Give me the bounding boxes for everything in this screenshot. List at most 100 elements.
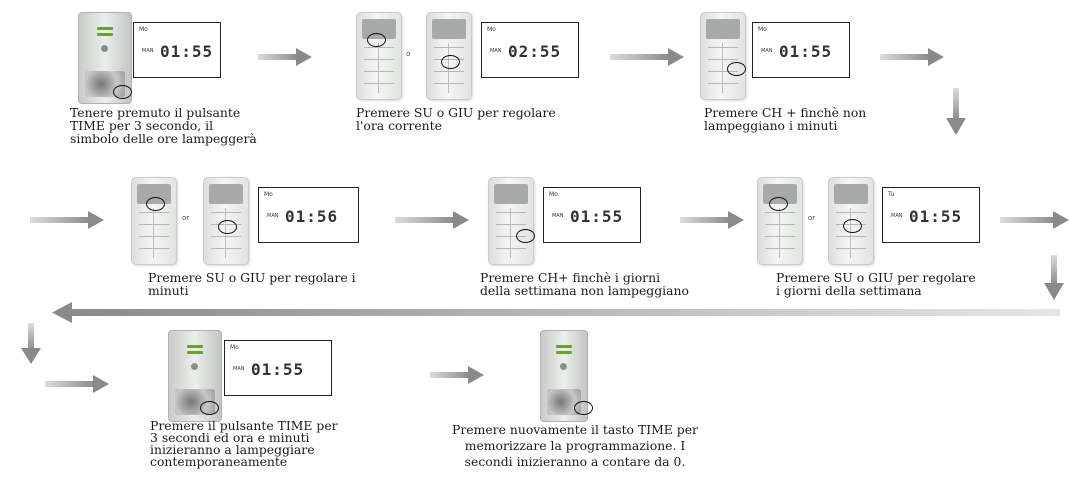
caption-line: Premere SU o GIU per regolare i [148,270,356,285]
time-readout: 01:55 [251,360,305,379]
day-label: Mo [549,191,558,198]
ch-plus-button-highlight [727,62,746,76]
remote-screen [209,184,243,204]
remote-control [757,177,803,265]
mode-label: MAN [761,48,773,54]
caption-line: l'ora corrente [356,118,442,133]
caption-line: simbolo delle ore lampeggerà [70,131,257,146]
caption-line: minuti [148,283,189,298]
day-label: Mo [758,26,767,33]
day-label: Mo [230,344,239,351]
separator-text: or [808,214,816,222]
knob-icon [101,45,108,52]
caption-line: Premere SU o GIU per regolare [776,270,976,285]
arrow-right-6 [680,211,744,229]
green-indicator-icon [97,33,113,36]
remote-control [700,12,746,100]
caption-line: Premere il pulsante TIME per [150,418,338,433]
arrow-left-long [52,302,1060,323]
mode-label: MAN [552,213,564,219]
remote-control [131,177,177,265]
caption-step-4: Premere SU o GIU per regolare i minuti [148,271,356,297]
arrow-right-8 [45,375,109,393]
caption-step-6: Premere SU o GIU per regolare i giorni d… [776,271,976,297]
arrow-right-5 [395,211,469,229]
arrow-down-2 [1044,255,1064,300]
arrow-right-4 [30,211,104,229]
green-indicator-icon [556,345,572,348]
lcd-display: Mo MAN 01:55 [543,187,641,243]
caption-step-3: Premere CH + finchè non lampeggiano i mi… [704,106,866,132]
caption-line: i giorni della settimana [776,283,922,298]
knob-icon [191,363,198,370]
arrow-down-3 [21,323,41,364]
green-indicator-icon [187,351,203,354]
time-button-highlight [574,401,593,415]
green-indicator-icon [556,351,572,354]
lcd-display: Mo MAN 01:55 [224,340,332,396]
arrow-right-2 [610,48,684,66]
mode-label: MAN [891,213,903,219]
caption-line: memorizzare la programmazione. I [464,438,686,453]
up-button-highlight [146,197,165,211]
caption-line: della settimana non lampeggiano [480,283,689,298]
up-button-highlight [367,33,386,47]
mode-label: MAN [142,48,154,54]
mode-label: MAN [267,213,279,219]
caption-line: TIME per 3 secondo, il [70,118,214,133]
arrow-right-7 [1000,211,1069,229]
day-label: Mo [487,26,496,33]
separator-text: o [406,50,411,58]
caption-line: 3 secondi ed ora e minuti [150,430,310,445]
arrow-right-1 [258,48,312,66]
separator-text: or [182,214,190,222]
caption-step-2: Premere SU o GIU per regolare l'ora corr… [356,106,556,132]
down-button-highlight [441,55,460,69]
remote-control [488,177,534,265]
lcd-display: Mo MAN 02:55 [481,22,579,78]
arrow-down-1 [946,88,966,135]
down-button-highlight [218,220,237,234]
lcd-display: Mo MAN 01:55 [752,22,850,78]
green-indicator-icon [97,27,113,30]
mode-label: MAN [233,366,245,372]
remote-screen [432,19,466,39]
caption-line: Premere SU o GIU per regolare [356,105,556,120]
up-button-highlight [769,197,788,211]
time-button-highlight [200,401,219,415]
day-label: Mo [264,191,273,198]
time-readout: 01:55 [160,42,214,61]
caption-line: Premere nuovamente il tasto TIME per [452,422,698,437]
arrow-right-3 [880,48,944,66]
day-label: Mo [139,26,148,33]
ch-plus-button-highlight [516,229,535,243]
remote-screen [706,19,740,39]
knob-icon [560,363,567,370]
caption-line: Premere CH + finchè non [704,105,867,120]
time-readout: 01:55 [570,207,624,226]
caption-step-1: Tenere premuto il pulsante TIME per 3 se… [70,106,257,145]
caption-line: secondi inizieranno a contare da 0. [464,454,686,469]
caption-line: contemporaneamente [150,454,288,469]
time-readout: 02:55 [508,42,562,61]
green-indicator-icon [187,345,203,348]
caption-step-5: Premere CH+ finchè i giorni della settim… [480,271,689,297]
remote-screen [834,184,868,204]
caption-line: Tenere premuto il pulsante [70,105,241,120]
lcd-display: Tu MAN 01:55 [882,187,980,243]
caption-step-8: Premere nuovamente il tasto TIME per mem… [440,422,710,470]
lcd-display: Mo MAN 01:55 [133,22,221,78]
caption-step-7: Premere il pulsante TIME per 3 secondi e… [150,418,338,469]
remote-control [356,12,402,100]
arrow-right-9 [430,366,484,384]
day-label: Tu [888,191,895,198]
time-readout: 01:55 [909,207,963,226]
down-button-highlight [843,219,862,233]
caption-line: inizieranno a lampeggiare [150,442,315,457]
time-button-highlight [113,85,132,99]
mode-label: MAN [490,48,502,54]
time-readout: 01:55 [779,42,833,61]
caption-line: lampeggiano i minuti [704,118,838,133]
caption-line: Premere CH+ finchè i giorni [480,270,661,285]
